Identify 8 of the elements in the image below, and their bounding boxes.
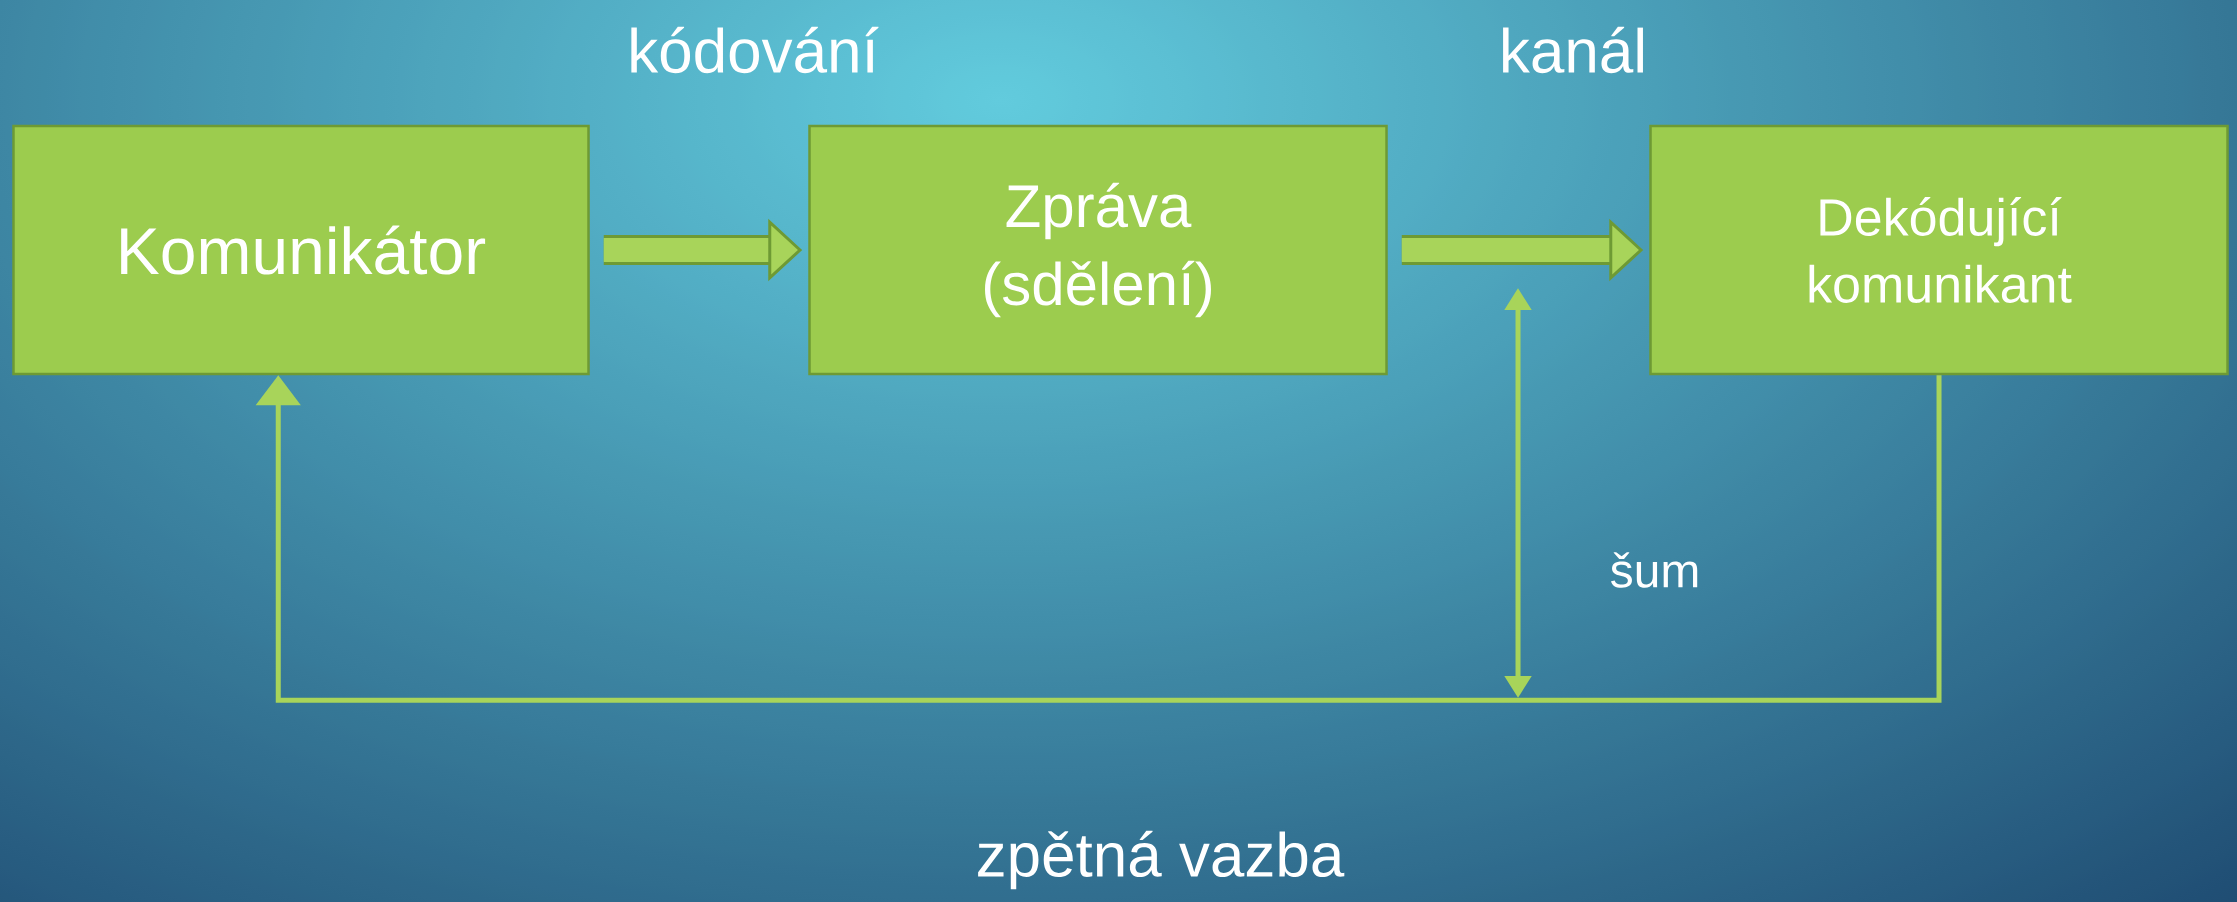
text-label: šum [1611,552,1698,588]
text-label: zpětná vazba [978,830,1345,890]
process-box: Zpráva (sdělení) [808,124,1388,376]
arrow [255,375,1942,703]
process-box: Dekódující komunikant [1649,124,2229,376]
text-label: kanál [1503,26,1643,74]
text-label: kódování [631,26,879,74]
process-box: Komunikátor [12,124,590,376]
